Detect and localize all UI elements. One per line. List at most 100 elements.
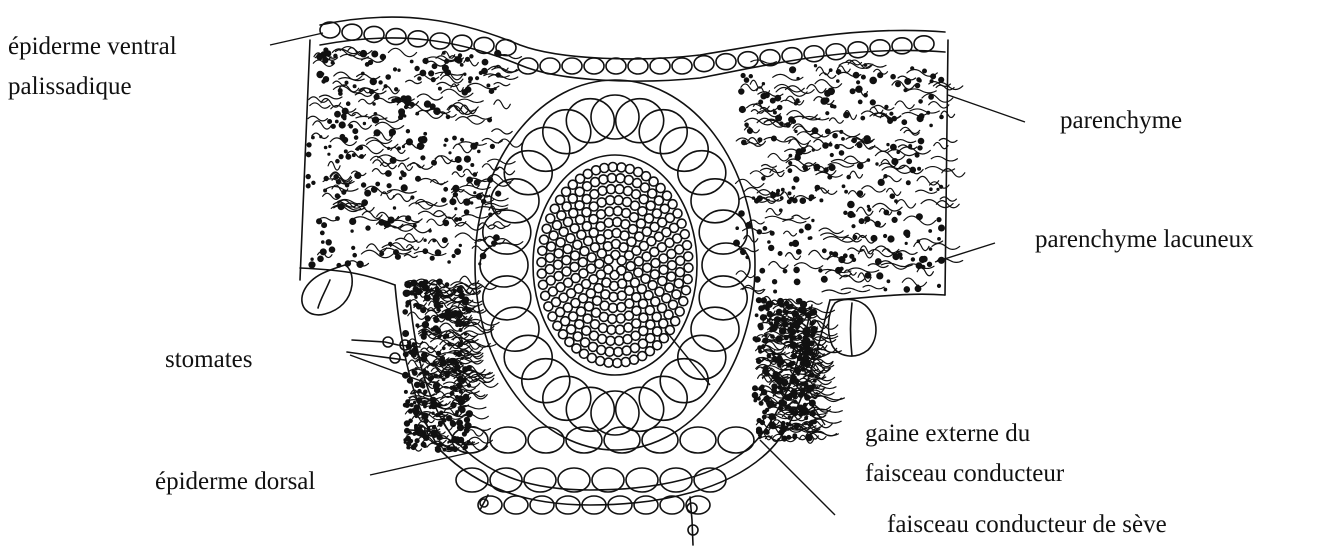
mesophyll-dot [471, 202, 473, 204]
mesophyll-dot [453, 136, 457, 140]
mesophyll-dot [741, 250, 746, 255]
core-cell [665, 283, 674, 292]
core-cell [546, 214, 555, 223]
core-cell [615, 336, 624, 345]
mesophyll-dot [467, 322, 469, 324]
mesophyll-dot [423, 369, 425, 371]
mesophyll-dot [885, 105, 888, 108]
mesophyll-dot [353, 85, 356, 88]
mesophyll-dot [488, 118, 492, 122]
mesophyll-dot [762, 177, 765, 180]
mesophyll-dot [342, 191, 346, 195]
mesophyll-dot [411, 280, 417, 286]
sheath-cell [699, 276, 747, 320]
core-cell [622, 346, 631, 355]
mesophyll-dot [405, 105, 408, 108]
epidermis-cell [870, 40, 890, 56]
mesophyll-dot [445, 138, 448, 141]
vascular-core-cells [537, 163, 693, 368]
mesophyll-dot [407, 378, 412, 383]
mesophyll-dot [798, 405, 803, 410]
mesophyll-dot [888, 236, 894, 242]
mesophyll-dot [468, 366, 471, 369]
mesophyll-dot [911, 258, 914, 261]
mesophyll-dot [406, 400, 410, 404]
mesophyll-dot [440, 411, 443, 414]
mesophyll-dot [405, 290, 410, 295]
midrib-cell [634, 496, 658, 514]
mesophyll-squiggle [902, 278, 926, 287]
mesophyll-dot [324, 146, 326, 148]
mesophyll-dot [821, 276, 827, 282]
mesophyll-dot [460, 64, 463, 67]
mesophyll-dot [462, 381, 464, 383]
mesophyll-dot [759, 306, 764, 311]
mesophyll-dot [803, 166, 807, 170]
core-cell [667, 272, 676, 281]
mesophyll-squiggle [863, 285, 884, 288]
mesophyll-dot [765, 430, 769, 434]
mesophyll-dot [878, 179, 884, 185]
mesophyll-squiggle [391, 243, 413, 251]
mesophyll-dot [461, 138, 464, 141]
epidermis-cell [584, 58, 604, 74]
mesophyll-dot [413, 224, 416, 227]
mesophyll-dot [812, 322, 815, 325]
mesophyll-right [734, 60, 965, 443]
mesophyll-dot [353, 129, 358, 134]
core-cell [562, 187, 571, 196]
mesophyll-dot [794, 177, 799, 182]
mesophyll-squiggle [388, 48, 416, 56]
mesophyll-dot [404, 115, 406, 117]
mesophyll-dot [850, 89, 855, 94]
mesophyll-dot [918, 79, 921, 82]
core-cell [540, 235, 549, 244]
mesophyll-dot [850, 254, 854, 258]
mesophyll-dot [474, 180, 479, 185]
mesophyll-dot [904, 89, 907, 92]
mesophyll-dot [777, 377, 781, 381]
mesophyll-dot [338, 204, 344, 210]
mesophyll-dot [858, 163, 864, 169]
mesophyll-dot [865, 273, 871, 279]
mesophyll-dot [767, 354, 770, 357]
core-cell [680, 230, 689, 239]
mesophyll-dot [401, 96, 406, 101]
mesophyll-dot [439, 421, 443, 425]
core-cell [542, 224, 551, 233]
mesophyll-dot [783, 310, 786, 313]
mesophyll-dot [343, 138, 348, 143]
mesophyll-dot [365, 190, 371, 196]
core-cell [621, 220, 630, 229]
midrib-inner-outline [410, 300, 812, 490]
sheath-cell [660, 359, 708, 403]
mesophyll-dot [419, 281, 424, 286]
mesophyll-dot [917, 214, 923, 220]
core-cell [623, 335, 632, 344]
mesophyll-dot [451, 402, 456, 407]
mesophyll-dot [412, 343, 415, 346]
mesophyll-dot [830, 154, 833, 157]
mesophyll-dot [464, 199, 470, 205]
mesophyll-dot [795, 282, 798, 285]
core-cell [659, 265, 668, 274]
mesophyll-dot [742, 140, 747, 145]
mesophyll-dot [455, 218, 459, 222]
mesophyll-dot [927, 262, 931, 266]
mesophyll-squiggle [934, 142, 948, 148]
core-cell [554, 249, 563, 258]
mesophyll-dot [736, 227, 738, 229]
mesophyll-dot [837, 80, 839, 82]
mesophyll-dot [767, 312, 772, 317]
core-cell [656, 184, 665, 193]
mesophyll-dot [473, 173, 476, 176]
mesophyll-dot [758, 346, 762, 350]
mesophyll-dot [424, 133, 427, 136]
mesophyll-dot [797, 250, 802, 255]
mesophyll-dot [380, 54, 385, 59]
label-epiderme-dorsal: épiderme dorsal [155, 465, 315, 499]
mesophyll-dot [424, 390, 427, 393]
core-cell [607, 174, 616, 183]
mesophyll-dot [372, 187, 377, 192]
mesophyll-dot [466, 57, 470, 61]
